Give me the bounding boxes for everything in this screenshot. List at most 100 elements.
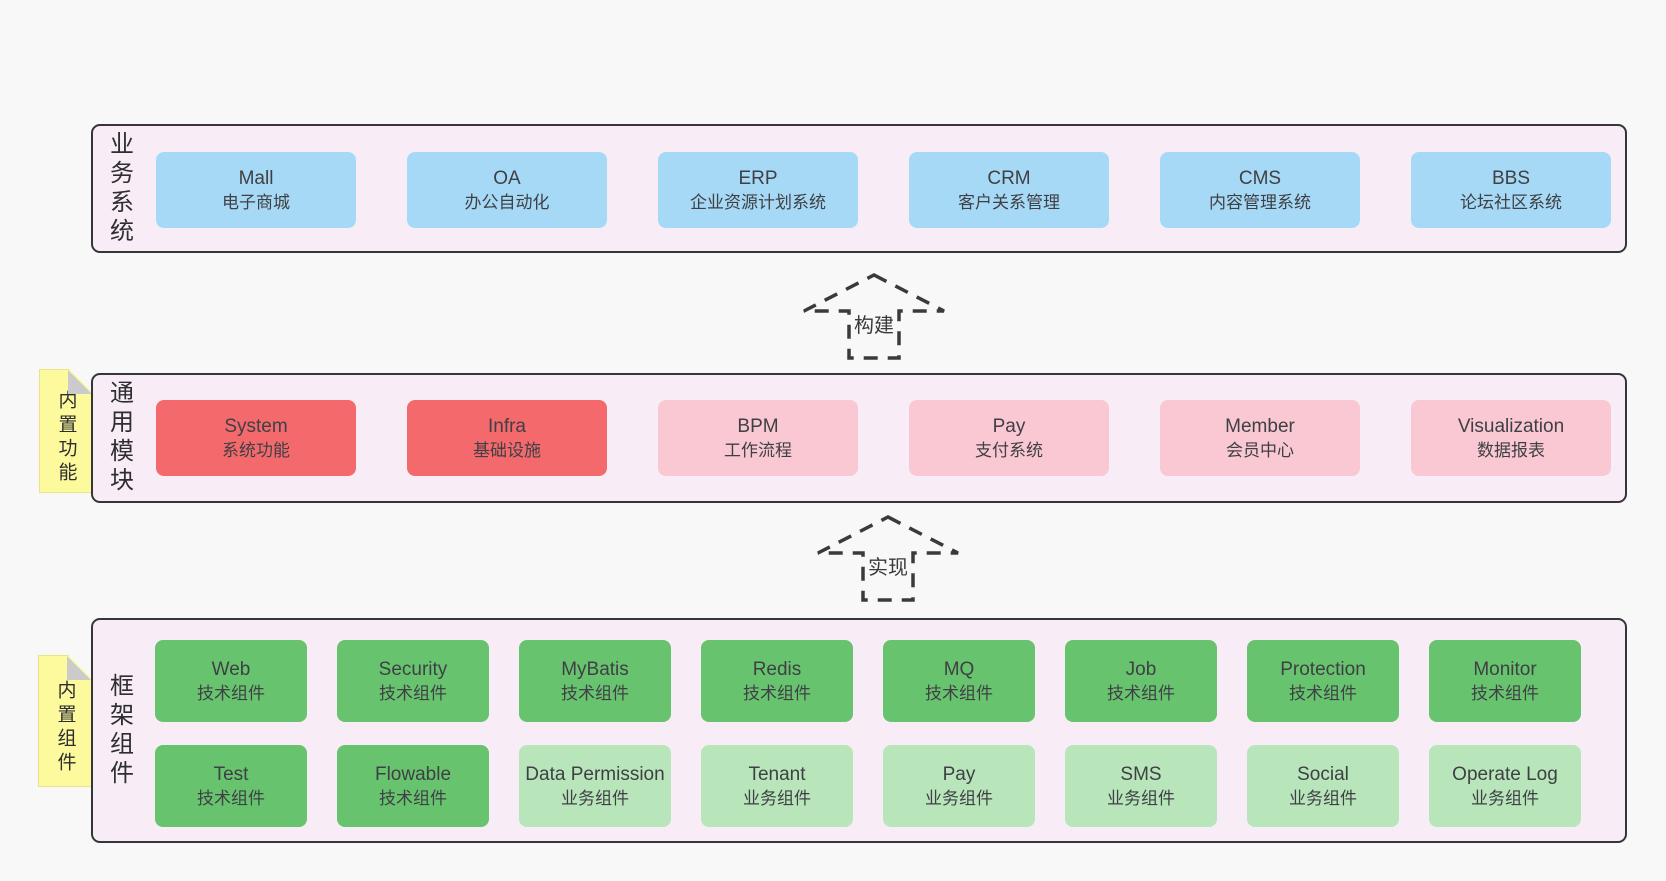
box-title: Social xyxy=(1297,763,1349,785)
band-label-business-systems: 业务系统 xyxy=(105,130,133,247)
box-subtitle: 技术组件 xyxy=(197,683,265,703)
module-box-job: Job 技术组件 xyxy=(1065,640,1217,722)
box-title: Job xyxy=(1125,658,1157,680)
module-box-monitor: Monitor 技术组件 xyxy=(1429,640,1581,722)
sticky-note-builtin-features: 内置功能 xyxy=(39,369,93,493)
box-subtitle: 工作流程 xyxy=(724,440,792,460)
box-title: BBS xyxy=(1491,167,1531,189)
module-box-bpm: BPM 工作流程 xyxy=(658,400,858,476)
box-subtitle: 数据报表 xyxy=(1477,440,1545,460)
box-subtitle: 技术组件 xyxy=(743,683,811,703)
module-box-cms: CMS 内容管理系统 xyxy=(1160,152,1360,228)
dashed-up-arrow-icon xyxy=(803,273,945,360)
sticky-note-builtin-components: 内置组件 xyxy=(38,655,92,787)
module-box-member: Member 会员中心 xyxy=(1160,400,1360,476)
box-title: System xyxy=(224,415,288,437)
box-title: Redis xyxy=(752,658,802,680)
box-title: Monitor xyxy=(1473,658,1537,680)
band-boxes-row: System 系统功能 Infra 基础设施 BPM 工作流程 Pay 支付系统 Member 会… xyxy=(156,400,1625,476)
box-subtitle: 论坛社区系统 xyxy=(1460,192,1562,212)
box-title: Protection xyxy=(1280,658,1366,680)
box-subtitle: 技术组件 xyxy=(925,683,993,703)
module-box-sms: SMS 业务组件 xyxy=(1065,745,1217,827)
box-title: Infra xyxy=(487,415,527,437)
box-title: Test xyxy=(213,763,249,785)
box-title: Data Permission xyxy=(525,763,665,785)
sticky-note-text: 内置功能 xyxy=(55,390,77,486)
box-subtitle: 业务组件 xyxy=(1107,788,1175,808)
module-box-tenant: Tenant 业务组件 xyxy=(701,745,853,827)
module-box-mybatis: MyBatis 技术组件 xyxy=(519,640,671,722)
box-subtitle: 系统功能 xyxy=(222,440,290,460)
box-title: ERP xyxy=(738,167,778,189)
box-subtitle: 基础设施 xyxy=(473,440,541,460)
box-subtitle: 技术组件 xyxy=(561,683,629,703)
box-subtitle: 技术组件 xyxy=(379,788,447,808)
box-subtitle: 业务组件 xyxy=(1471,788,1539,808)
module-box-social: Social 业务组件 xyxy=(1247,745,1399,827)
box-title: Pay xyxy=(942,763,976,785)
box-subtitle: 业务组件 xyxy=(743,788,811,808)
box-title: Web xyxy=(211,658,251,680)
box-title: BPM xyxy=(737,415,779,437)
box-subtitle: 电子商城 xyxy=(222,192,290,212)
box-title: Flowable xyxy=(374,763,452,785)
box-subtitle: 技术组件 xyxy=(1107,683,1175,703)
box-subtitle: 业务组件 xyxy=(925,788,993,808)
module-box-bbs: BBS 论坛社区系统 xyxy=(1411,152,1611,228)
module-box-system: System 系统功能 xyxy=(156,400,356,476)
box-subtitle: 内容管理系统 xyxy=(1209,192,1311,212)
box-subtitle: 会员中心 xyxy=(1226,440,1294,460)
box-subtitle: 支付系统 xyxy=(975,440,1043,460)
box-title: Mall xyxy=(238,167,274,189)
panel-common-modules: 通用模块 System 系统功能 Infra 基础设施 BPM 工作流程 Pay 支付系统 Me… xyxy=(91,373,1627,503)
box-title: Visualization xyxy=(1457,415,1565,437)
module-box-redis: Redis 技术组件 xyxy=(701,640,853,722)
module-box-pay: Pay 支付系统 xyxy=(909,400,1109,476)
arrow-build: 构建 xyxy=(799,272,949,362)
box-title: Member xyxy=(1225,415,1295,437)
sticky-note-text: 内置组件 xyxy=(54,680,76,776)
box-subtitle: 客户关系管理 xyxy=(958,192,1060,212)
dashed-up-arrow-icon xyxy=(817,515,959,602)
module-box-mall: Mall 电子商城 xyxy=(156,152,356,228)
box-title: OA xyxy=(493,167,521,189)
box-title: Pay xyxy=(992,415,1026,437)
arrow-build-label: 构建 xyxy=(851,308,897,339)
box-subtitle: 业务组件 xyxy=(1289,788,1357,808)
box-title: Tenant xyxy=(748,763,806,785)
module-box-mq: MQ 技术组件 xyxy=(883,640,1035,722)
box-title: MyBatis xyxy=(561,658,629,680)
module-box-flowable: Flowable 技术组件 xyxy=(337,745,489,827)
module-box-erp: ERP 企业资源计划系统 xyxy=(658,152,858,228)
box-title: CMS xyxy=(1238,167,1282,189)
module-box-protection: Protection 技术组件 xyxy=(1247,640,1399,722)
arrow-implement: 实现 xyxy=(813,514,963,604)
module-box-infra: Infra 基础设施 xyxy=(407,400,607,476)
note-fold-corner-icon xyxy=(68,370,92,394)
box-subtitle: 业务组件 xyxy=(561,788,629,808)
box-subtitle: 技术组件 xyxy=(1289,683,1357,703)
box-title: MQ xyxy=(943,658,975,680)
band-label-framework-components: 框架组件 xyxy=(105,672,133,789)
module-box-pay: Pay 业务组件 xyxy=(883,745,1035,827)
box-subtitle: 技术组件 xyxy=(197,788,265,808)
box-title: Operate Log xyxy=(1452,763,1558,785)
box-subtitle: 技术组件 xyxy=(1471,683,1539,703)
box-title: SMS xyxy=(1120,763,1162,785)
note-fold-corner-icon xyxy=(67,656,91,680)
box-subtitle: 企业资源计划系统 xyxy=(690,192,826,212)
module-box-operate-log: Operate Log 业务组件 xyxy=(1429,745,1581,827)
module-box-data-permission: Data Permission 业务组件 xyxy=(519,745,671,827)
band-label-common-modules: 通用模块 xyxy=(105,380,133,496)
module-box-web: Web 技术组件 xyxy=(155,640,307,722)
